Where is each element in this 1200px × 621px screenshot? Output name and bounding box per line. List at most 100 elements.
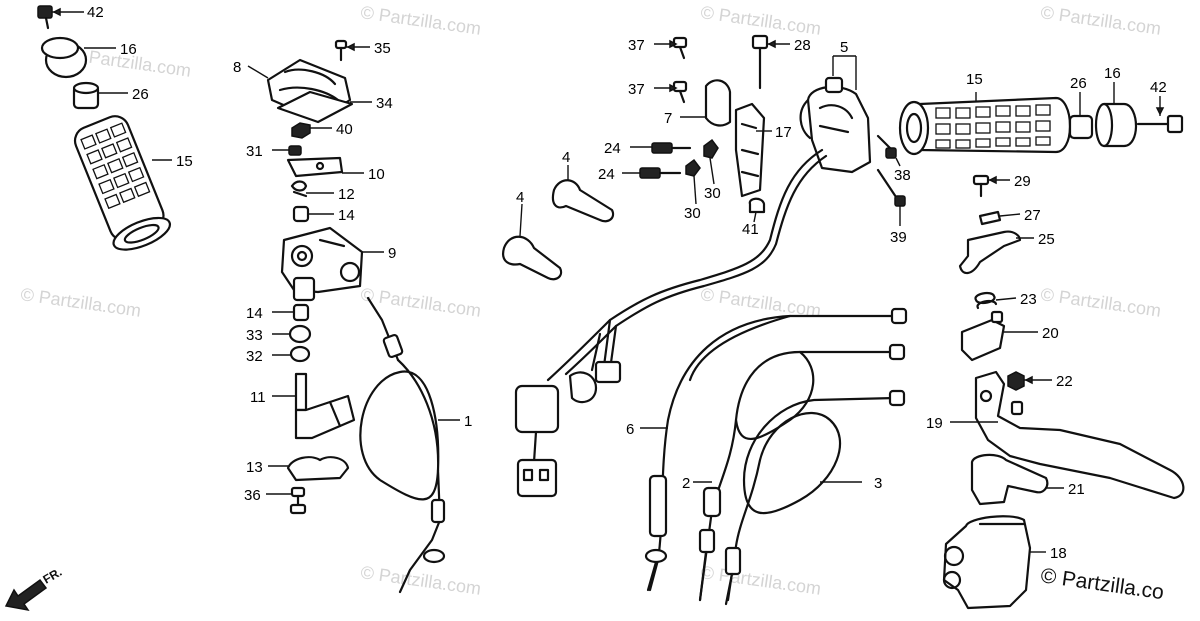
callout-4: 4 bbox=[562, 149, 570, 166]
screw-28-icon bbox=[751, 34, 769, 90]
nut-30a-icon bbox=[703, 138, 719, 159]
bar-end-weight-16-icon bbox=[40, 36, 88, 79]
callout-40: 40 bbox=[336, 121, 353, 138]
callout-10: 10 bbox=[368, 166, 385, 183]
screw-37b-icon bbox=[672, 80, 688, 104]
clamp-7-icon bbox=[704, 79, 732, 127]
copyright-text: © Partzilla.co bbox=[1039, 564, 1165, 604]
screw-36-icon bbox=[289, 486, 307, 515]
callout-38: 38 bbox=[894, 167, 911, 184]
screw-35-icon bbox=[334, 39, 348, 62]
callout-7: 7 bbox=[664, 110, 672, 127]
callout-17: 17 bbox=[775, 124, 792, 141]
callout-34: 34 bbox=[376, 95, 393, 112]
bar-end-weight-16b-icon bbox=[1094, 102, 1138, 148]
callout-41: 41 bbox=[742, 221, 759, 238]
callout-22: 22 bbox=[1056, 373, 1073, 390]
callout-36: 36 bbox=[244, 487, 261, 504]
callout-26: 26 bbox=[1070, 75, 1087, 92]
screw-38-icon bbox=[876, 134, 897, 159]
callout-21: 21 bbox=[1068, 481, 1085, 498]
callout-30: 30 bbox=[704, 185, 721, 202]
callout-11: 11 bbox=[250, 389, 266, 406]
callout-4: 4 bbox=[516, 189, 524, 206]
nut-30b-icon bbox=[685, 158, 701, 177]
bushing-14a-icon bbox=[292, 205, 310, 223]
screw-29-icon bbox=[972, 174, 990, 198]
collar-26-icon bbox=[72, 81, 100, 110]
front-label: FR. bbox=[41, 565, 65, 587]
clamp-13-icon bbox=[286, 456, 350, 482]
grip-15-icon bbox=[73, 115, 172, 251]
front-arrow-icon bbox=[4, 578, 48, 612]
callout-2: 2 bbox=[682, 475, 690, 492]
callout-23: 23 bbox=[1020, 291, 1037, 308]
screw-24a-icon bbox=[651, 142, 692, 154]
callout-labels: 42 16 26 15 8 35 34 40 31 10 12 14 9 14 … bbox=[87, 4, 1167, 562]
callout-9: 9 bbox=[388, 245, 396, 262]
throttle-housing-9-icon bbox=[280, 226, 364, 302]
callout-24: 24 bbox=[598, 166, 615, 183]
callout-33: 33 bbox=[246, 327, 263, 344]
cable-3-icon bbox=[724, 389, 906, 606]
callout-14: 14 bbox=[246, 305, 263, 322]
switch-20-icon bbox=[960, 318, 1006, 362]
bracket-25-icon bbox=[958, 230, 1022, 275]
watermark: © Partzilla.com bbox=[19, 284, 142, 321]
callout-3: 3 bbox=[874, 475, 882, 492]
washer-32-icon bbox=[289, 345, 311, 363]
watermark: © Partzilla.com bbox=[699, 562, 822, 599]
switch-17-icon bbox=[734, 102, 766, 198]
plate-10-icon bbox=[286, 156, 344, 178]
callout-37: 37 bbox=[628, 81, 645, 98]
callout-39: 39 bbox=[890, 229, 907, 246]
throttle-lever-11-icon bbox=[294, 372, 356, 440]
cable-clamp-4b-icon bbox=[502, 235, 563, 281]
switch-housing-5-icon bbox=[799, 76, 872, 174]
callout-31: 31 bbox=[246, 143, 263, 160]
callout-16: 16 bbox=[1104, 65, 1121, 82]
callout-5: 5 bbox=[840, 39, 848, 56]
callout-15: 15 bbox=[176, 153, 193, 170]
watermark: © Partzilla.com bbox=[1039, 2, 1162, 39]
callout-19: 19 bbox=[926, 415, 943, 432]
nut-40-icon bbox=[291, 122, 311, 139]
seal-33-icon bbox=[288, 324, 312, 344]
gasket-34-icon bbox=[276, 90, 354, 124]
callout-12: 12 bbox=[338, 186, 355, 203]
callout-14: 14 bbox=[338, 207, 355, 224]
left-grip-assembly bbox=[37, 5, 172, 251]
nut-22-icon bbox=[1007, 371, 1025, 391]
callout-6: 6 bbox=[626, 421, 634, 438]
callout-27: 27 bbox=[1024, 207, 1041, 224]
watermark: © Partzilla.com bbox=[359, 2, 482, 39]
callout-24: 24 bbox=[604, 140, 621, 157]
screw-24b-icon bbox=[639, 167, 682, 179]
washer-31-icon bbox=[288, 145, 302, 156]
leader-arrowheads bbox=[52, 7, 1165, 385]
watermark: © Partzilla.com bbox=[699, 2, 822, 39]
callout-13: 13 bbox=[246, 459, 263, 476]
collar-26b-icon bbox=[1068, 114, 1094, 140]
callout-18: 18 bbox=[1050, 545, 1067, 562]
bolt-42-icon bbox=[37, 5, 53, 30]
watermark: © Partzilla.com bbox=[1039, 284, 1162, 321]
switch-assembly bbox=[502, 34, 872, 498]
bushing-14b-icon bbox=[292, 303, 310, 322]
callout-28: 28 bbox=[794, 37, 811, 54]
callout-42: 42 bbox=[1150, 79, 1167, 96]
grip-15b-icon bbox=[898, 96, 1072, 156]
watermark: © Partzilla.com bbox=[359, 562, 482, 599]
bolt-42b-icon bbox=[1136, 114, 1184, 134]
callout-32: 32 bbox=[246, 348, 263, 365]
wiring-harness-icon bbox=[514, 148, 828, 498]
callout-26: 26 bbox=[132, 86, 149, 103]
spring-23-icon bbox=[974, 291, 998, 310]
callout-25: 25 bbox=[1038, 231, 1055, 248]
right-grip-assembly bbox=[876, 96, 1185, 610]
callout-1: 1 bbox=[464, 413, 472, 430]
screw-37a-icon bbox=[672, 36, 688, 60]
callout-16: 16 bbox=[120, 41, 137, 58]
cover-21-icon bbox=[970, 453, 1049, 506]
